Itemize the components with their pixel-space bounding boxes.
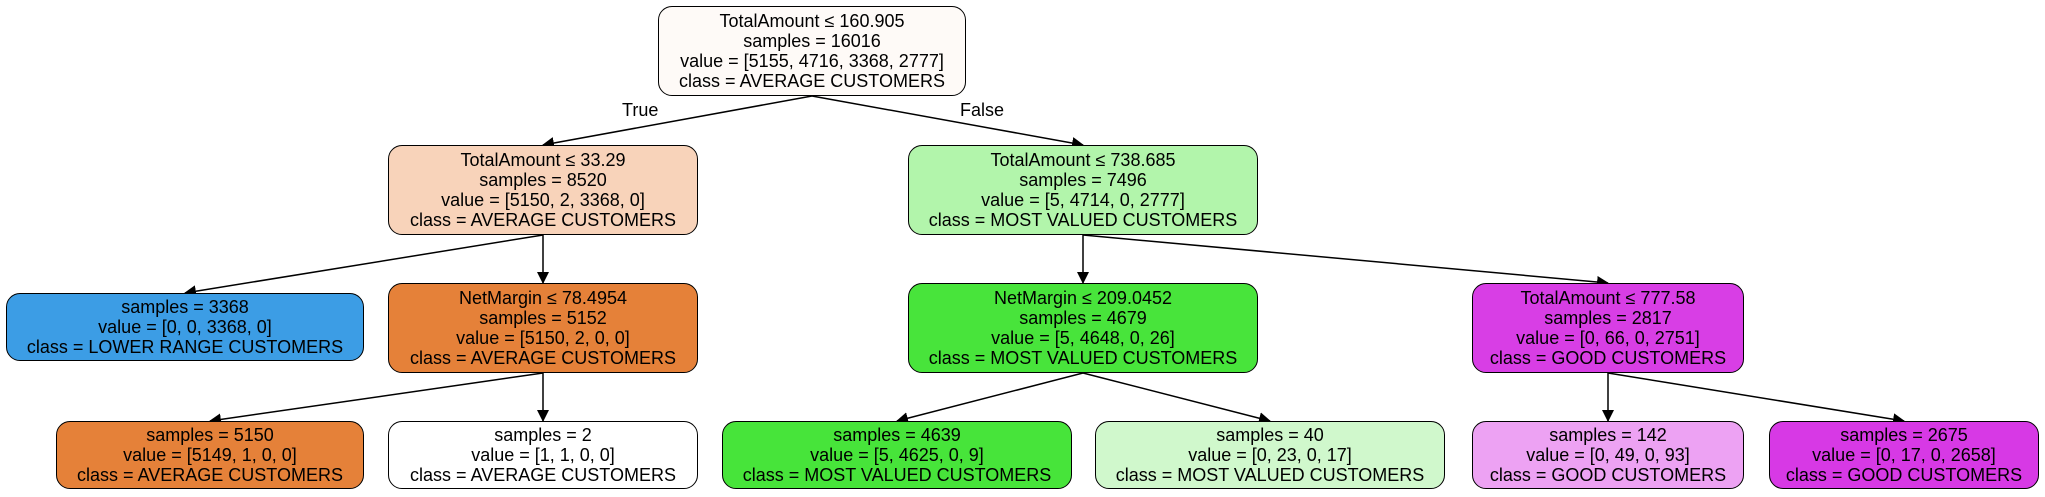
node-value: value = [5149, 1, 0, 0] bbox=[123, 445, 297, 465]
node-value: value = [5155, 4716, 3368, 2777] bbox=[680, 51, 944, 71]
node-value: value = [5, 4625, 0, 9] bbox=[810, 445, 984, 465]
node-class-label: class = MOST VALUED CUSTOMERS bbox=[742, 465, 1052, 485]
node-samples: samples = 4639 bbox=[833, 425, 961, 445]
node-value: value = [5, 4714, 0, 2777] bbox=[981, 190, 1185, 210]
edge-label-false: False bbox=[960, 100, 1005, 120]
node-value: value = [0, 23, 0, 17] bbox=[1188, 445, 1352, 465]
node-condition: TotalAmount ≤ 777.58 bbox=[1520, 288, 1696, 308]
edge-n3-n4 bbox=[209, 372, 544, 426]
node-condition: TotalAmount ≤ 33.29 bbox=[460, 150, 626, 170]
edge-n0-n1 bbox=[542, 95, 813, 149]
node-condition: TotalAmount ≤ 160.905 bbox=[719, 11, 905, 31]
node-value: value = [5150, 2, 3368, 0] bbox=[441, 190, 645, 210]
node-samples: samples = 40 bbox=[1216, 425, 1324, 445]
node-class-label: class = MOST VALUED CUSTOMERS bbox=[928, 348, 1238, 368]
edge-n0-n6 bbox=[811, 95, 1084, 149]
node-condition: NetMargin ≤ 78.4954 bbox=[459, 288, 627, 308]
node-class-label: class = MOST VALUED CUSTOMERS bbox=[928, 210, 1238, 230]
node-samples: samples = 2 bbox=[494, 425, 592, 445]
node-samples: samples = 8520 bbox=[479, 170, 607, 190]
node-value: value = [0, 0, 3368, 0] bbox=[98, 317, 272, 337]
node-condition: TotalAmount ≤ 738.685 bbox=[990, 150, 1176, 170]
node-class-label: class = AVERAGE CUSTOMERS bbox=[410, 348, 676, 368]
edge-n7-n8 bbox=[896, 372, 1084, 425]
node-samples: samples = 7496 bbox=[1019, 170, 1147, 190]
node-class-label: class = LOWER RANGE CUSTOMERS bbox=[26, 337, 344, 357]
node-value: value = [5, 4648, 0, 26] bbox=[991, 328, 1175, 348]
node-condition: NetMargin ≤ 209.0452 bbox=[994, 288, 1172, 308]
node-class-label: class = AVERAGE CUSTOMERS bbox=[410, 210, 676, 230]
node-class-label: class = AVERAGE CUSTOMERS bbox=[77, 465, 343, 485]
edge-n7-n9 bbox=[1082, 372, 1271, 425]
node-class-label: class = GOOD CUSTOMERS bbox=[1489, 465, 1727, 485]
node-samples: samples = 2675 bbox=[1840, 425, 1968, 445]
node-samples: samples = 142 bbox=[1549, 425, 1667, 445]
node-value: value = [0, 17, 0, 2658] bbox=[1812, 445, 1996, 465]
node-class-label: class = MOST VALUED CUSTOMERS bbox=[1115, 465, 1425, 485]
node-value: value = [5150, 2, 0, 0] bbox=[456, 328, 630, 348]
node-samples: samples = 5150 bbox=[146, 425, 274, 445]
edge-n6-n10 bbox=[1082, 234, 1609, 288]
node-value: value = [0, 66, 0, 2751] bbox=[1516, 328, 1700, 348]
node-value: value = [1, 1, 0, 0] bbox=[471, 445, 615, 465]
node-samples: samples = 4679 bbox=[1019, 308, 1147, 328]
edge-n1-n2 bbox=[184, 234, 544, 298]
node-class-label: class = GOOD CUSTOMERS bbox=[1489, 348, 1727, 368]
node-class-label: class = AVERAGE CUSTOMERS bbox=[410, 465, 676, 485]
edge-label-true: True bbox=[622, 100, 659, 120]
node-samples: samples = 16016 bbox=[743, 31, 881, 51]
node-samples: samples = 3368 bbox=[121, 297, 249, 317]
node-samples: samples = 5152 bbox=[479, 308, 607, 328]
node-class-label: class = GOOD CUSTOMERS bbox=[1785, 465, 2023, 485]
node-value: value = [0, 49, 0, 93] bbox=[1526, 445, 1690, 465]
edge-n10-n12 bbox=[1607, 372, 1905, 426]
node-class-label: class = AVERAGE CUSTOMERS bbox=[679, 71, 945, 91]
node-samples: samples = 2817 bbox=[1544, 308, 1672, 328]
